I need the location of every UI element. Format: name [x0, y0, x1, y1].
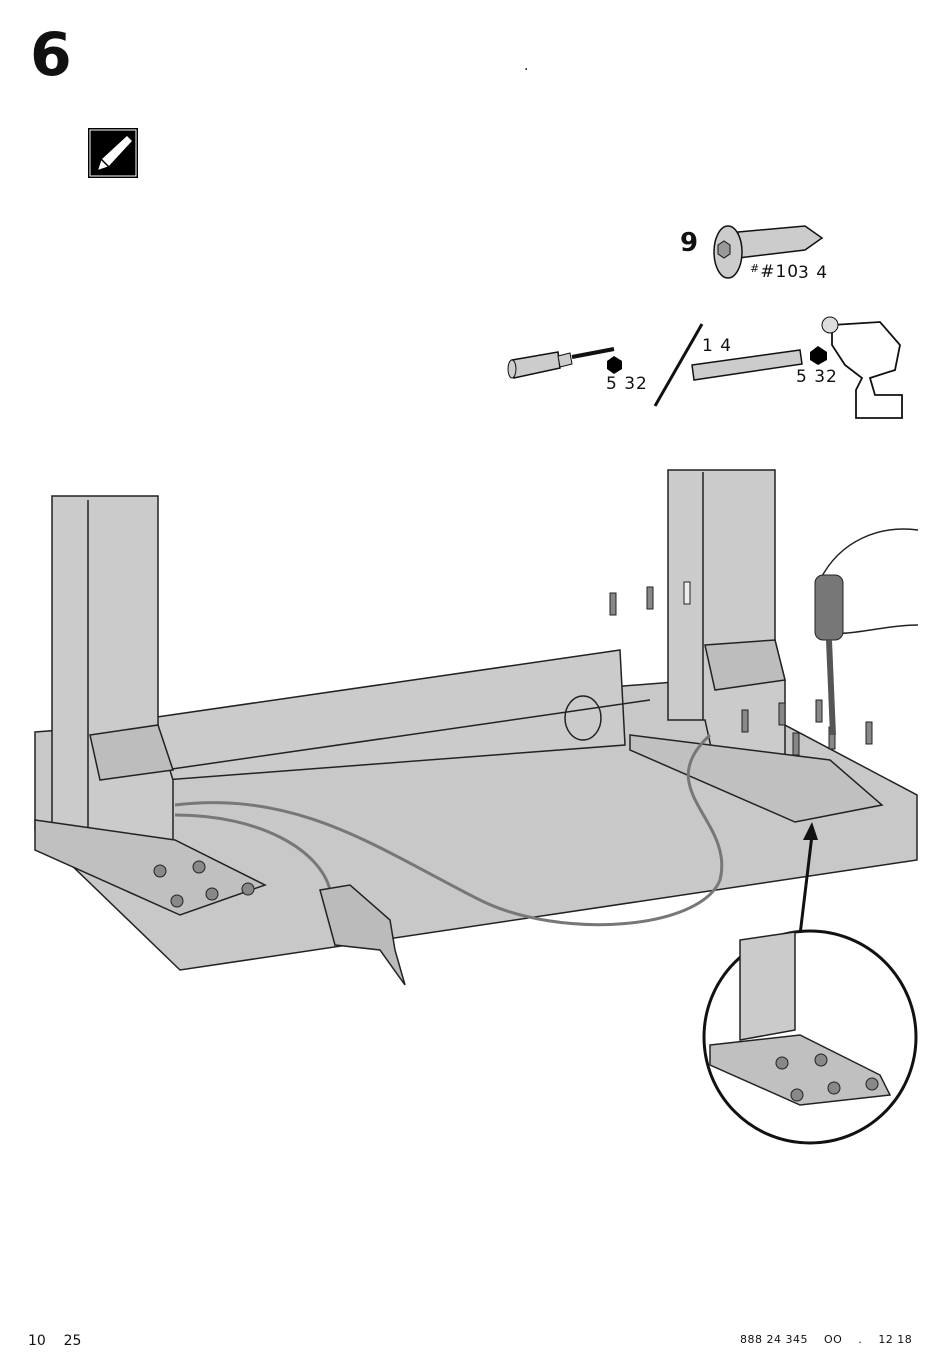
drill-bit-icon — [691, 349, 803, 381]
screw-length: 3 4 — [798, 263, 829, 283]
step-number: 6 — [30, 20, 72, 90]
pencil-icon — [88, 128, 138, 178]
doc-code: 888 24 345 — [740, 1333, 808, 1346]
screw-size: ##10 — [750, 262, 800, 282]
document-code: 888 24 345 OO . 12 18 — [740, 1333, 912, 1346]
page-total: 25 — [63, 1333, 82, 1349]
hex-bit-icon — [810, 346, 827, 365]
hand-with-screwdriver — [814, 528, 919, 736]
screwdriver-icon — [507, 347, 615, 379]
page-current: 10 — [28, 1333, 46, 1349]
doc-sep: . — [858, 1333, 863, 1346]
doc-rev: OO — [823, 1333, 843, 1346]
page-number: 10 25 — [28, 1333, 81, 1349]
screwdriver-hex-size: 5 32 — [606, 374, 648, 394]
detail-callout — [702, 929, 918, 1145]
screw-icon — [713, 225, 824, 279]
cable — [174, 733, 724, 927]
header-dot: . — [524, 58, 529, 74]
control-box — [319, 884, 406, 986]
screws — [153, 581, 873, 908]
hex-key-icon — [607, 356, 622, 374]
bit-size: 1 4 — [702, 336, 733, 356]
or-divider — [653, 323, 704, 407]
part-number: 9 — [680, 228, 699, 258]
drill-icon — [821, 316, 903, 419]
drill-hex-size: 5 32 — [796, 367, 838, 387]
screw-size-number: #10 — [760, 262, 800, 282]
doc-date: 12 18 — [878, 1333, 913, 1346]
